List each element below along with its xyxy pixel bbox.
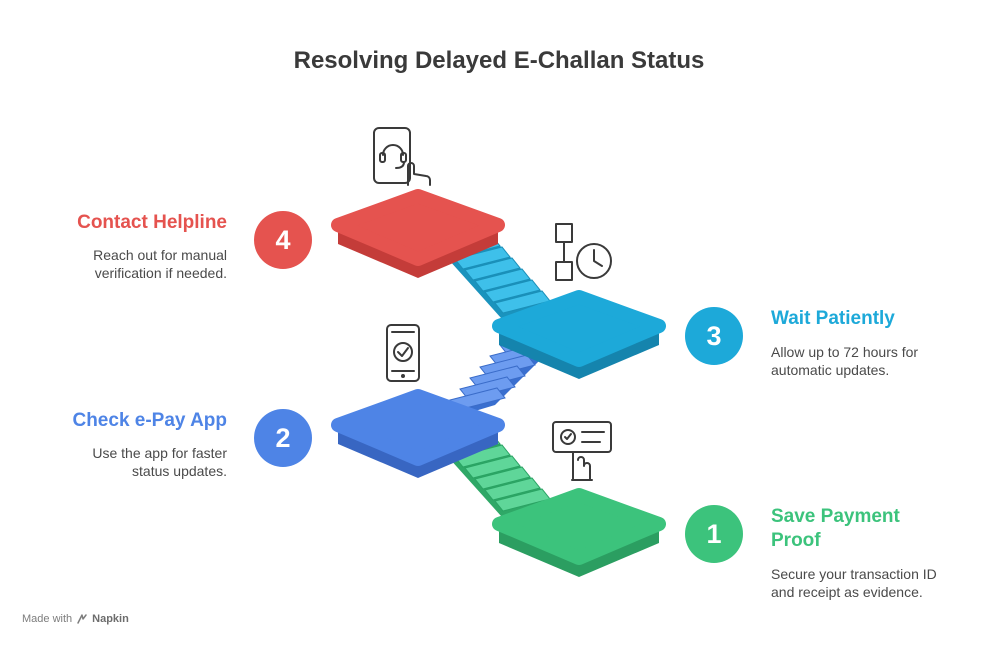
step-4-desc-line1: Reach out for manual (93, 247, 227, 263)
platform-1 (492, 488, 666, 577)
step-1-badge: 1 (685, 505, 743, 563)
smartphone-check-icon (386, 324, 420, 382)
made-with-footer: Made with Napkin (22, 613, 129, 625)
step-4-title: Contact Helpline (77, 212, 227, 233)
step-4-desc-line2: verification if needed. (94, 265, 227, 281)
step-1-title-line2: Proof (771, 530, 821, 551)
step-1-desc: Secure your transaction ID and receipt a… (771, 565, 981, 601)
step-2-badge: 2 (254, 409, 312, 467)
step-3-title: Wait Patiently (771, 308, 895, 329)
step-1-title-line1: Save Payment (771, 506, 900, 527)
step-3-desc: Allow up to 72 hours for automatic updat… (771, 343, 981, 379)
page-title: Resolving Delayed E-Challan Status (293, 47, 705, 74)
step-2-title: Check e-Pay App (72, 410, 227, 431)
step-2-desc-line1: Use the app for faster (92, 445, 227, 461)
clock-timeline-icon (555, 223, 612, 281)
step-4-badge: 4 (254, 211, 312, 269)
footer-prefix: Made with (22, 613, 73, 625)
step-1-desc-line1: Secure your transaction ID (771, 566, 937, 582)
platform-2 (331, 389, 505, 478)
step-1-title: Save Payment Proof (771, 505, 981, 553)
step-3-desc-line1: Allow up to 72 hours for (771, 344, 919, 360)
step-1-desc-line2: and receipt as evidence. (771, 584, 923, 600)
receipt-checklist-icon (552, 421, 612, 481)
step-3-desc-line2: automatic updates. (771, 362, 890, 378)
headset-phone-icon (373, 127, 431, 186)
step-3-badge: 3 (685, 307, 743, 365)
step-2-desc: Use the app for faster status updates. (7, 444, 227, 480)
platform-3 (492, 290, 666, 379)
step-2-desc-line2: status updates. (132, 463, 227, 479)
footer-brand: Napkin (92, 613, 129, 625)
platform-4 (331, 189, 505, 278)
napkin-logo-icon (77, 614, 87, 624)
step-4-desc: Reach out for manual verification if nee… (7, 246, 227, 282)
